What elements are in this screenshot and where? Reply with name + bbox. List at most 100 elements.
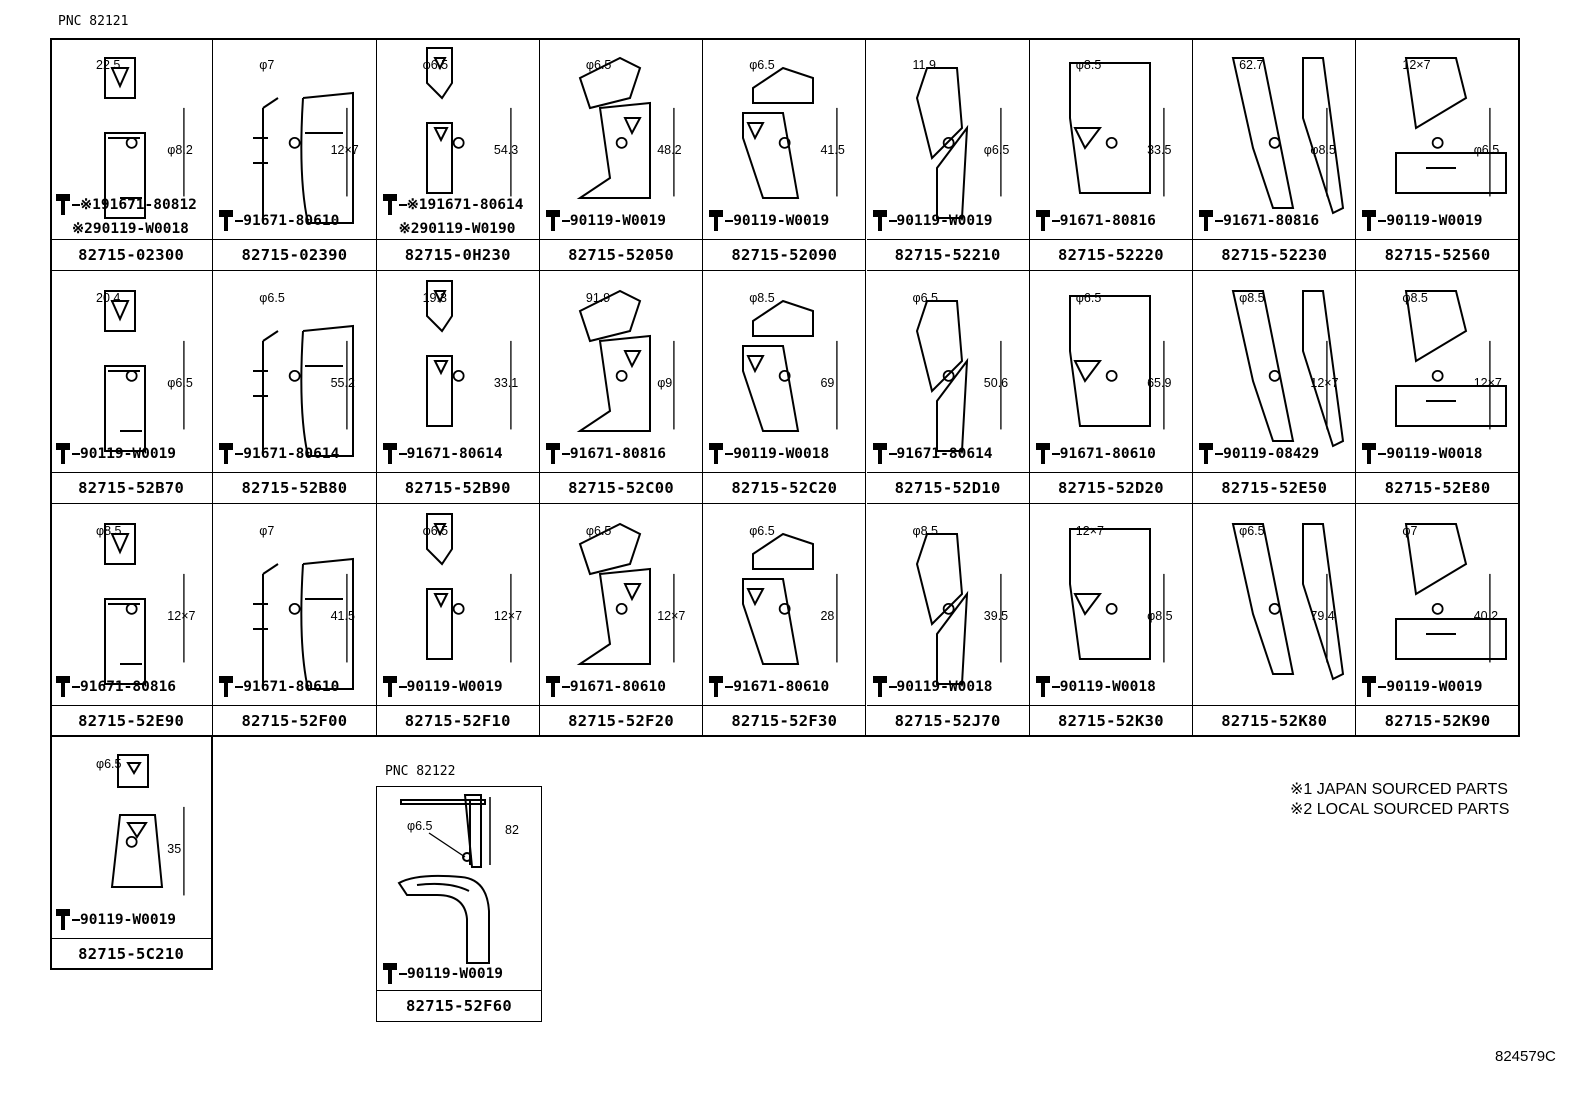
bolt-part-number: 90119-08429 bbox=[1223, 446, 1320, 462]
bolt-icon bbox=[217, 209, 235, 233]
bolt-icon bbox=[381, 675, 399, 699]
mounting-hole bbox=[1105, 136, 1118, 149]
bolt-icon bbox=[54, 193, 72, 217]
mounting-hole bbox=[452, 136, 465, 149]
mounting-hole bbox=[615, 602, 628, 615]
bolt-part-number: 90119-W0018 bbox=[896, 679, 993, 695]
bolt-icon bbox=[217, 442, 235, 466]
bolt-callout: 90119-W0019 bbox=[544, 208, 666, 234]
bolt-icon bbox=[1197, 209, 1215, 233]
dim-label: 48.2 bbox=[657, 143, 682, 157]
bolt-part-number: 91671-80816 bbox=[1223, 213, 1320, 229]
dim-label: 12×7 bbox=[493, 609, 523, 623]
bracket-outline bbox=[742, 532, 815, 665]
mounting-hole bbox=[452, 602, 465, 615]
bracket-drawing bbox=[915, 300, 1002, 452]
dim-label: 12×7 bbox=[167, 609, 196, 623]
bolt-part-number: 91671-80816 bbox=[80, 679, 177, 695]
bolt-leader-line bbox=[235, 453, 244, 455]
bracket-drawing bbox=[915, 533, 1002, 685]
bolt-callout: 90119-W0019 bbox=[54, 441, 176, 467]
bracket-outline bbox=[110, 754, 164, 888]
dim-label: 50.6 bbox=[983, 376, 1009, 390]
bracket-drawing bbox=[104, 57, 185, 219]
bolt-part-number: 91671-80816 bbox=[1059, 213, 1156, 229]
bracket-outline bbox=[915, 300, 968, 452]
bracket-drawing bbox=[576, 289, 675, 432]
dim-label: 12×7 bbox=[330, 143, 359, 157]
bolt-callout: ※191671-80614 bbox=[381, 192, 524, 218]
dim-label: 33.5 bbox=[1147, 143, 1172, 157]
bolt-leader-line bbox=[1215, 220, 1224, 222]
bracket-drawing bbox=[1395, 57, 1508, 197]
bolt-leader-line bbox=[1215, 453, 1224, 455]
bolt-part-number: 90119-W0019 bbox=[569, 213, 666, 229]
dim-label: φ6.5 bbox=[407, 819, 433, 833]
bolt-leader-line bbox=[725, 686, 734, 688]
part-number: 82715-02300 bbox=[50, 239, 213, 270]
bolt-leader-line bbox=[399, 973, 407, 975]
dim-label: φ8.5 bbox=[1147, 609, 1173, 623]
bolt-part-number: 91671-80610 bbox=[733, 679, 830, 695]
dim-label: 41.5 bbox=[330, 609, 355, 623]
part-number: 82715-52090 bbox=[703, 239, 866, 270]
part-number: 82715-52050 bbox=[539, 239, 703, 270]
bolt-part-number: 91671-80614 bbox=[243, 446, 340, 462]
bolt-callout: 91671-80816 bbox=[1034, 208, 1156, 234]
mounting-hole bbox=[778, 136, 791, 149]
bolt-callout: 90119-W0018 bbox=[1360, 441, 1482, 467]
bolt-callout: 91671-80816 bbox=[1197, 208, 1319, 234]
dim-label: φ8.5 bbox=[96, 524, 122, 538]
dim-label: φ8.5 bbox=[1239, 291, 1265, 305]
dim-label: 40.2 bbox=[1473, 609, 1499, 623]
bolt-part-number: 91671-80610 bbox=[1059, 446, 1156, 462]
bracket-outline bbox=[425, 513, 453, 660]
bolt-part-number: 91671-80610 bbox=[243, 679, 340, 695]
bracket-drawing bbox=[1068, 528, 1165, 663]
dim-label: 35 bbox=[167, 842, 182, 856]
bracket-outline bbox=[253, 91, 355, 224]
bracket-drawing bbox=[742, 532, 838, 665]
part-number: 82715-52220 bbox=[1029, 239, 1193, 270]
bracket-drawing bbox=[576, 56, 675, 199]
part-number: 82715-52J70 bbox=[866, 705, 1029, 736]
part-number: 82715-52F30 bbox=[703, 705, 866, 736]
dim-label: φ6.5 bbox=[983, 143, 1010, 157]
dim-label: 65.9 bbox=[1147, 376, 1172, 390]
part-number: 82715-52E50 bbox=[1193, 472, 1356, 503]
part-cell-82122[interactable]: φ6.5 82 90119-W0019 82715-52F60 bbox=[376, 786, 542, 1022]
bolt-leader-line bbox=[561, 220, 570, 222]
bolt-leader-line bbox=[398, 204, 407, 206]
dim-label: φ6.5 bbox=[422, 524, 449, 538]
bolt-callout: 91671-80610 bbox=[1034, 441, 1156, 467]
bolt-icon bbox=[544, 209, 562, 233]
bolt-callout: 91671-80610 bbox=[544, 674, 666, 700]
bolt-part-number: 91671-80610 bbox=[243, 213, 340, 229]
part-number: 82715-52K80 bbox=[1193, 705, 1356, 736]
